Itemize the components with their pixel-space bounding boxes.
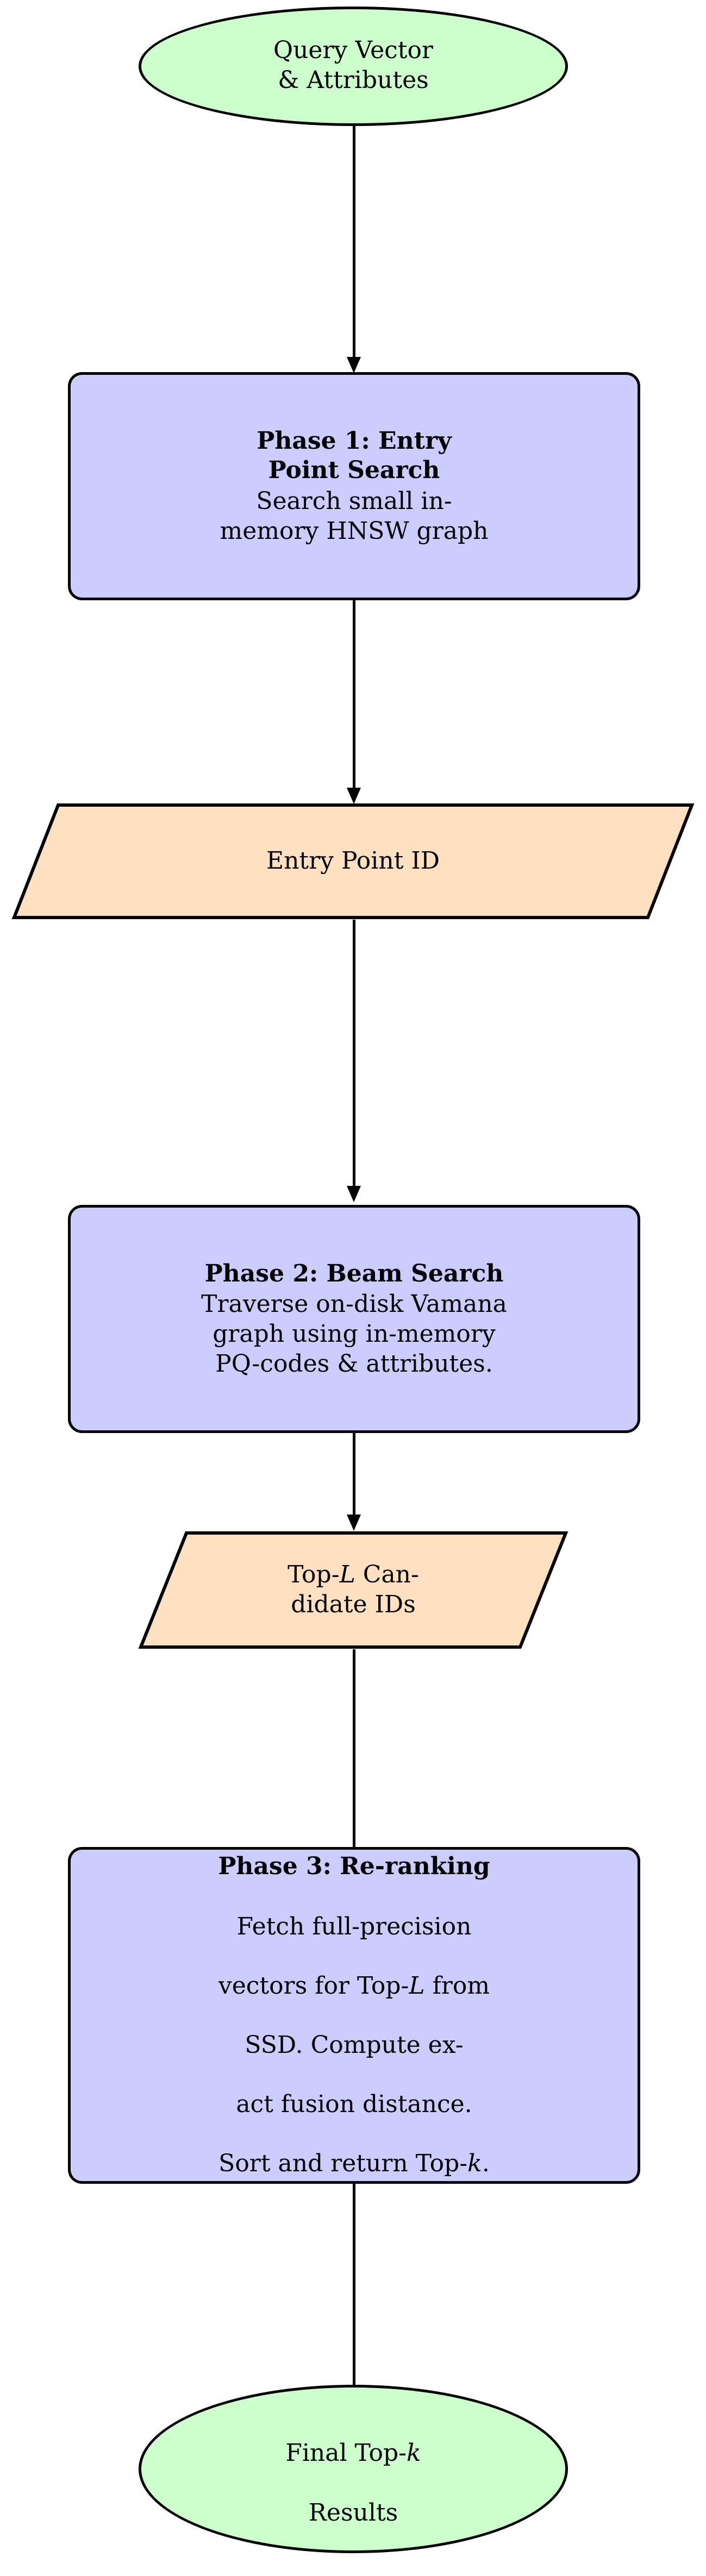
arrowhead-icon	[347, 357, 361, 373]
node-label-end: Final Top-k Results	[285, 2409, 421, 2529]
phase3-line-5-post: .	[482, 2150, 490, 2178]
edge-shaft	[353, 1649, 355, 2020]
phase3-line-2-post: from	[424, 1972, 490, 2000]
node-title-phase-1: Phase 1: Entry Point Search	[257, 426, 452, 485]
parallelogram-shape	[138, 1531, 568, 1649]
arrowhead-icon	[347, 1186, 361, 1202]
node-phase-1-entry-point-search[interactable]: Phase 1: Entry Point Search Search small…	[68, 372, 640, 600]
candidate-ids-text: Top-L Can-didate IDs	[288, 1561, 419, 1618]
node-entry-point-id[interactable]: Entry Point ID	[11, 803, 695, 920]
end-line-1-pre: Final Top-	[285, 2439, 407, 2467]
node-label-entry-point-id: Entry Point ID	[266, 847, 440, 875]
node-query-vector-attributes[interactable]: Query Vector & Attributes	[139, 7, 568, 126]
parallelogram-shape	[11, 803, 695, 919]
node-body-phase-3: Fetch full-precision vectors for Top-L f…	[218, 1883, 490, 2179]
arrowhead-icon	[347, 1515, 361, 1531]
node-phase-3-re-ranking[interactable]: Phase 3: Re-ranking Fetch full-precision…	[68, 1847, 640, 2184]
edge-start-to-phase1	[347, 126, 361, 373]
node-title-phase-2: Phase 2: Beam Search	[204, 1259, 504, 1287]
phase3-line-4: act fusion distance.	[236, 2090, 472, 2119]
node-final-topk-results[interactable]: Final Top-k Results	[139, 2385, 568, 2553]
end-line-2: Results	[308, 2498, 398, 2527]
phase3-line-2-pre: vectors for Top-	[218, 1972, 409, 2000]
phase3-line-1: Fetch full-precision	[236, 1913, 472, 1941]
edge-shaft	[353, 600, 355, 789]
node-body-phase-2: Traverse on-disk Vamana graph using in-m…	[201, 1290, 507, 1378]
edge-shaft	[353, 1433, 355, 1516]
math-var-L: L	[409, 1972, 425, 2000]
edge-entry-point-id-to-phase2	[347, 920, 361, 1202]
node-title-phase-3: Phase 3: Re-ranking	[218, 1852, 490, 1880]
edge-phase2-to-candidate-ids	[347, 1433, 361, 1531]
node-label-start: Query Vector & Attributes	[273, 36, 433, 94]
arrowhead-icon	[347, 788, 361, 804]
math-var-k: k	[467, 2150, 482, 2178]
edge-phase1-to-entry-point-id	[347, 600, 361, 804]
edge-shaft	[353, 2184, 355, 2386]
node-label-topl-candidate-ids: Top-L Can-didate IDs	[139, 1531, 568, 1649]
edge-phase3-to-end	[347, 2184, 361, 2401]
node-body-phase-1: Search small in- memory HNSW graph	[220, 487, 489, 545]
math-var-L: L	[339, 1561, 355, 1589]
edge-shaft	[353, 126, 355, 359]
math-var-k: k	[407, 2439, 421, 2467]
node-phase-2-beam-search[interactable]: Phase 2: Beam Search Traverse on-disk Va…	[68, 1205, 640, 1433]
node-topl-candidate-ids[interactable]: Top-L Can-didate IDs	[138, 1531, 568, 1649]
edge-shaft	[353, 920, 355, 1188]
phase3-line-5-pre: Sort and return Top-	[218, 2150, 468, 2178]
phase3-line-3: SSD. Compute ex-	[245, 2031, 464, 2059]
